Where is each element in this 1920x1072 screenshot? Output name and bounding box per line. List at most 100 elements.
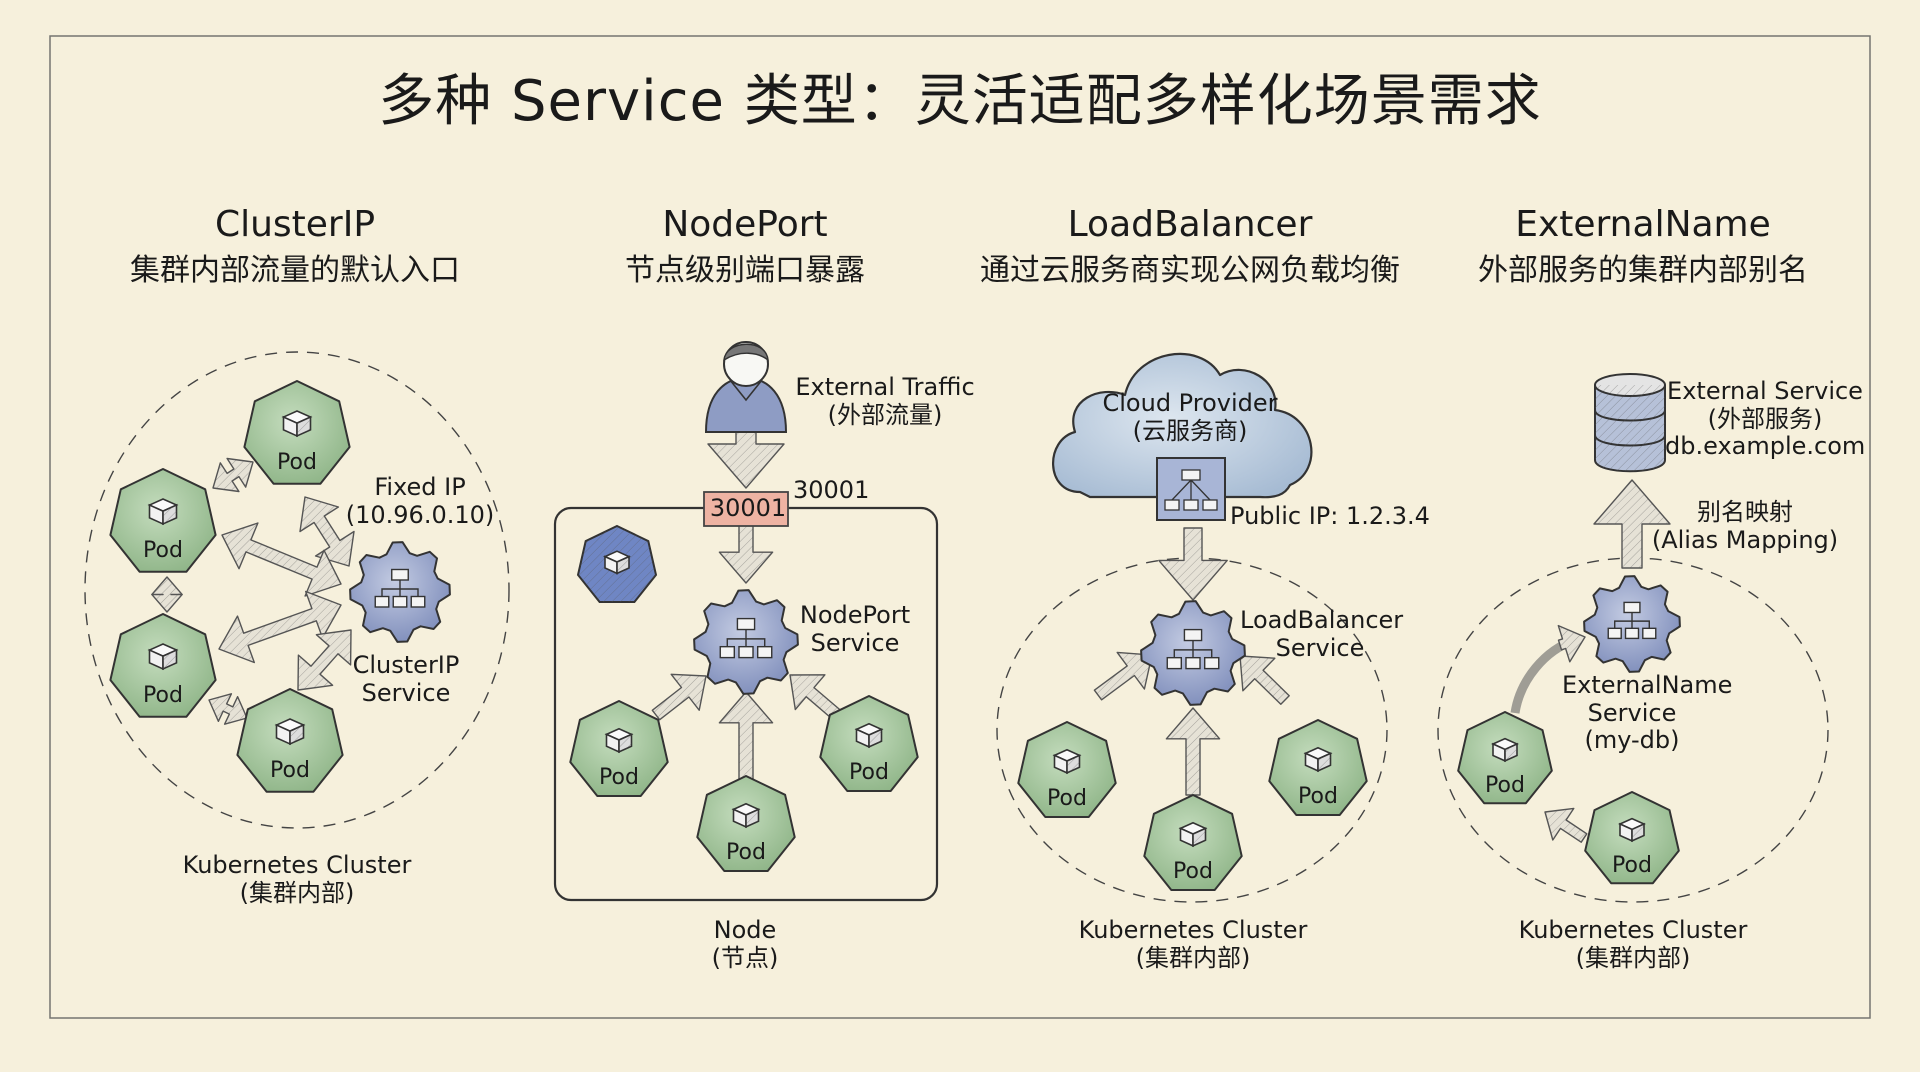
- service-label-line: NodePort: [799, 601, 911, 629]
- external-traffic-label: External Traffic (外部流量): [785, 373, 985, 429]
- lb-leaf: [1202, 499, 1218, 511]
- pod-label: Pod: [726, 840, 766, 865]
- arrow-pod-pod: [208, 693, 248, 725]
- column-subtitle-nodeport: 节点级别端口暴露: [625, 253, 865, 288]
- column-subtitle-loadbalancer: 通过云服务商实现公网负载均衡: [980, 253, 1400, 288]
- arrow-hatch: [1240, 656, 1290, 705]
- column-title-loadbalancer: LoadBalancer: [1067, 204, 1313, 245]
- column-title-clusterip: ClusterIP: [214, 204, 376, 245]
- arrow-hatch: [1158, 528, 1228, 600]
- nodeport-service-label: NodePort Service: [790, 601, 920, 657]
- cube-hatch: [1505, 744, 1517, 761]
- fixed-ip-title: Fixed IP: [374, 473, 466, 501]
- cube-hatch: [1318, 753, 1331, 771]
- externalname-container-label: Kubernetes Cluster (集群内部): [1483, 916, 1783, 972]
- pod-label: Pod: [1047, 786, 1087, 811]
- service-label-line: LoadBalancer: [1240, 606, 1404, 634]
- arrow-pod-to-service: [1239, 655, 1290, 705]
- cloud-shape: [1052, 352, 1313, 499]
- arrow-hatch: [219, 591, 341, 663]
- container-label-line: (集群内部): [1575, 943, 1691, 972]
- hierarchy-leaf: [1624, 627, 1640, 640]
- cloud-provider-label: Cloud Provider (云服务商): [1090, 389, 1290, 445]
- cube-hatch: [746, 809, 759, 827]
- cluster-boundary-clusterip: [84, 351, 510, 829]
- pod-icon: [1017, 721, 1117, 818]
- hierarchy-leaf: [410, 595, 426, 608]
- externalname-service-label: ExternalName Service (my-db): [1562, 671, 1733, 755]
- lb-leaf: [1164, 499, 1180, 511]
- external-service-title: External Service: [1667, 377, 1863, 405]
- hierarchy-lines: [726, 629, 766, 647]
- pod-icon: [1457, 711, 1553, 805]
- arrow-lb-to-service: [1158, 527, 1228, 601]
- hierarchy-root: [1623, 601, 1641, 614]
- cube-hatch: [1067, 755, 1080, 773]
- load-balancer-icon: [1156, 457, 1226, 521]
- cloud-provider-title: Cloud Provider: [1102, 389, 1278, 417]
- external-service-hostname: db.example.com: [1665, 432, 1866, 461]
- pod-icon: [243, 380, 351, 485]
- lb-root: [1181, 469, 1201, 481]
- pod-label: Pod: [599, 765, 639, 790]
- arrow-pod-to-service: [1165, 707, 1221, 796]
- arrow-pod-service: [297, 629, 352, 691]
- loadbalancer-service-label: LoadBalancer Service: [1240, 606, 1404, 662]
- arrow-hatch: [1558, 625, 1585, 662]
- alias-mapping-title: 别名映射: [1697, 498, 1793, 526]
- pod-label: Pod: [1612, 853, 1652, 879]
- nodeport-port-box: [703, 491, 789, 527]
- external-service-label: External Service (外部服务) db.example.com: [1665, 377, 1866, 461]
- column-title-nodeport: NodePort: [662, 204, 828, 245]
- arrow-pod-to-service: [718, 691, 774, 789]
- pod-label: Pod: [1485, 773, 1525, 799]
- clusterip-service-label: ClusterIP Service: [336, 651, 476, 707]
- arrow-hatch: [209, 693, 247, 725]
- public-ip-label: Public IP: 1.2.3.4: [1230, 502, 1430, 530]
- cube-hatch: [619, 734, 632, 752]
- pod-icon: [236, 688, 344, 793]
- lb-lines: [1171, 479, 1211, 501]
- container-label-line: Node: [713, 916, 777, 944]
- hierarchy-lines: [1173, 640, 1213, 658]
- arrow-hatch: [213, 458, 253, 492]
- hierarchy-leaf: [1185, 656, 1201, 670]
- fixed-ip-value: (10.96.0.10): [345, 500, 495, 529]
- pod-icon: [819, 695, 919, 792]
- hierarchy-leaf: [719, 645, 736, 659]
- service-label-line: Service: [1275, 633, 1365, 662]
- cloud-provider-subtitle: (云服务商): [1132, 416, 1248, 445]
- pod-icon: [1584, 791, 1680, 885]
- cube-hatch: [869, 729, 882, 747]
- hierarchy-leaf: [738, 645, 754, 659]
- externalname-service-gear: [1583, 575, 1681, 673]
- pod-label: Pod: [849, 760, 889, 785]
- arrow-pod-service: [221, 522, 342, 597]
- person-icon: [704, 341, 788, 433]
- service-label-line: Service: [810, 628, 900, 657]
- column-title-externalname: ExternalName: [1515, 204, 1771, 245]
- column-subtitle-externalname: 外部服务的集群内部别名: [1478, 253, 1808, 288]
- hierarchy-lines: [1614, 612, 1650, 629]
- fixed-ip-label: Fixed IP (10.96.0.10): [340, 473, 500, 529]
- pod-label: Pod: [270, 758, 310, 784]
- arrow-port-to-service: [718, 524, 774, 584]
- person-hair: [723, 343, 769, 362]
- cube-hatch: [290, 725, 304, 744]
- hierarchy-root: [1183, 628, 1203, 642]
- service-label-line: ExternalName: [1562, 671, 1733, 699]
- container-label-line: (节点): [711, 943, 779, 972]
- cube-hatch: [1632, 824, 1644, 841]
- arrow-pod-to-pod: [1544, 807, 1588, 843]
- clusterip-service-gear: [349, 541, 451, 643]
- nodeport-container-label: Node (节点): [645, 916, 845, 972]
- pod-icon: [109, 468, 217, 573]
- external-traffic-subtitle: (外部流量): [827, 400, 943, 429]
- hierarchy-leaf: [374, 595, 390, 608]
- pod-label: Pod: [277, 450, 317, 476]
- service-label-line: Service: [1587, 698, 1677, 727]
- arrow-pod-service: [299, 496, 355, 567]
- cube-hatch: [163, 650, 177, 669]
